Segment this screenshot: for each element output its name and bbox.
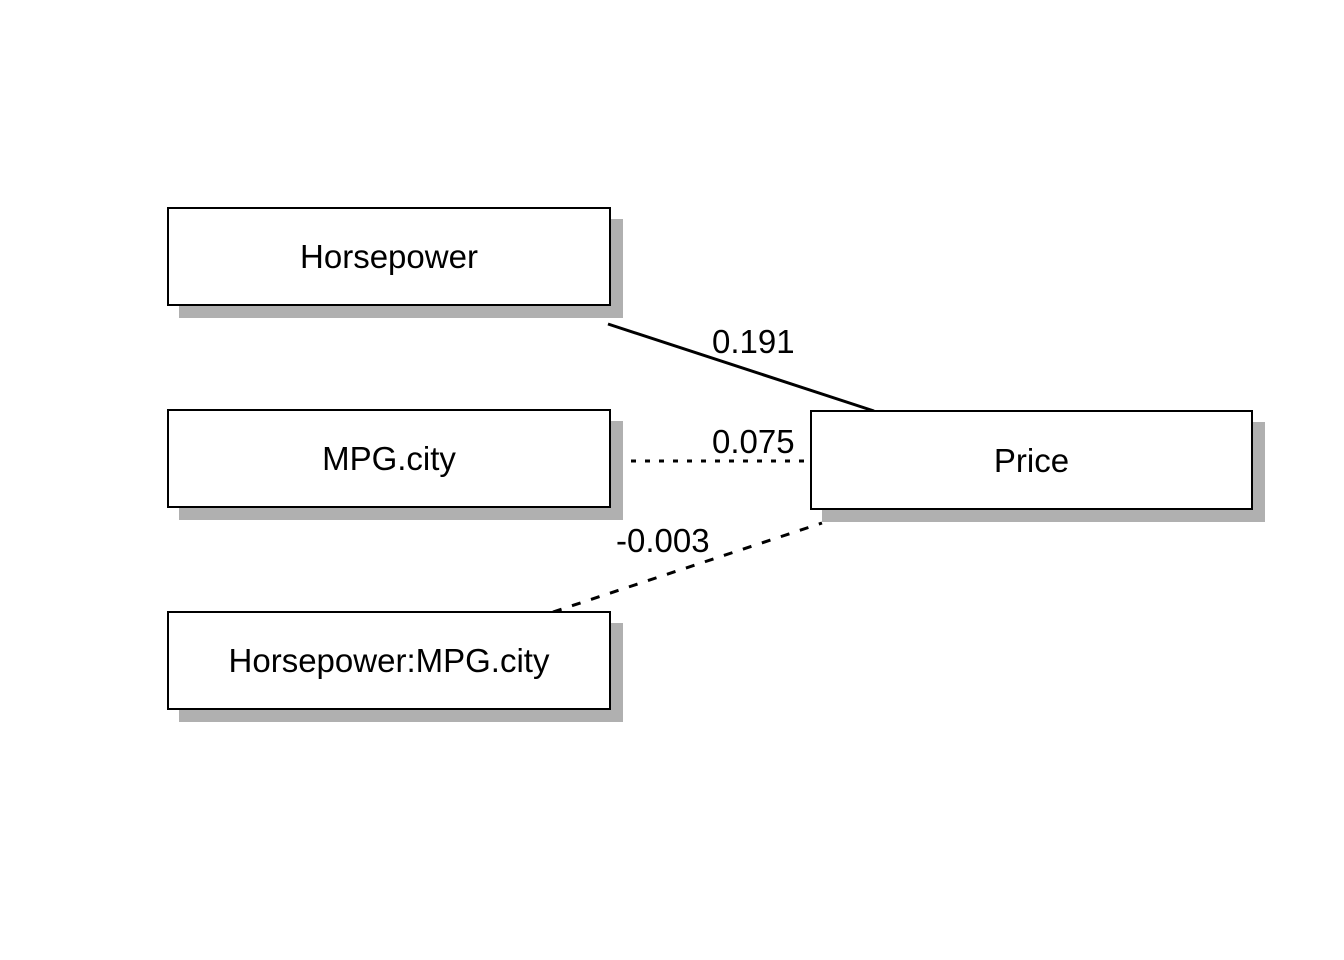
node-mpg-city[interactable]: MPG.city <box>167 409 611 508</box>
node-horsepower[interactable]: Horsepower <box>167 207 611 306</box>
edge-label-interaction-to-price: -0.003 <box>616 522 710 559</box>
edge-label-hp-to-price: 0.191 <box>712 323 795 360</box>
node-price[interactable]: Price <box>810 410 1253 510</box>
node-label-horsepower-mpg-city: Horsepower:MPG.city <box>228 642 550 679</box>
node-label-mpg-city: MPG.city <box>322 440 456 477</box>
node-label-price: Price <box>993 441 1070 479</box>
edge-label-mpg-to-price: 0.075 <box>712 423 795 460</box>
node-label-horsepower: Horsepower <box>300 238 478 275</box>
node-horsepower-mpg-city[interactable]: Horsepower:MPG.city <box>167 611 611 710</box>
